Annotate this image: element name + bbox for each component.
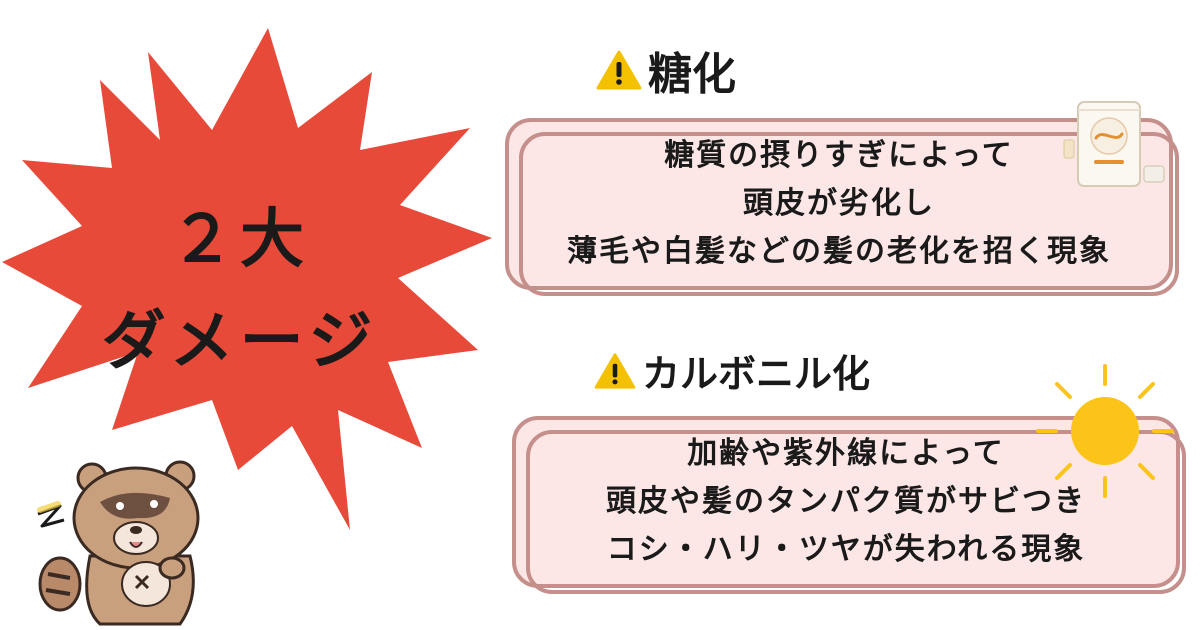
section-heading-carbonylation: カルボニル化 [594, 343, 870, 398]
carbonylation-description-card: 加齢や紫外線によって 頭皮や髪のタンパク質がサビつき コシ・ハリ・ツヤが失われる… [512, 416, 1186, 594]
card-line: 頭皮が劣化し [743, 186, 935, 221]
explosion-burst [2, 28, 492, 530]
section-heading-text: カルボニル化 [642, 352, 871, 396]
section-heading-glycation: 糖化 [596, 38, 736, 102]
warning-icon [596, 50, 642, 90]
card-line: 頭皮や髪のタンパク質がサビつき [606, 484, 1086, 519]
sun-icon [1036, 364, 1174, 498]
card-line: コシ・ハリ・ツヤが失われる現象 [606, 532, 1086, 567]
burst-title-line-2: ダメージ [101, 305, 379, 379]
card-line: 薄毛や白髪などの髪の老化を招く現象 [567, 234, 1111, 269]
burst-title-line-1: ２大 [170, 203, 310, 277]
sugar-bag-icon [1063, 101, 1165, 187]
card-line: 加齢や紫外線によって [687, 436, 1005, 471]
tanuki-mascot [37, 460, 200, 626]
section-heading-text: 糖化 [648, 49, 736, 100]
warning-icon [594, 352, 636, 389]
card-line: 糖質の摂りすぎによって [664, 138, 1014, 173]
glycation-description-card: 糖質の摂りすぎによって 頭皮が劣化し 薄毛や白髪などの髪の老化を招く現象 [505, 118, 1179, 296]
